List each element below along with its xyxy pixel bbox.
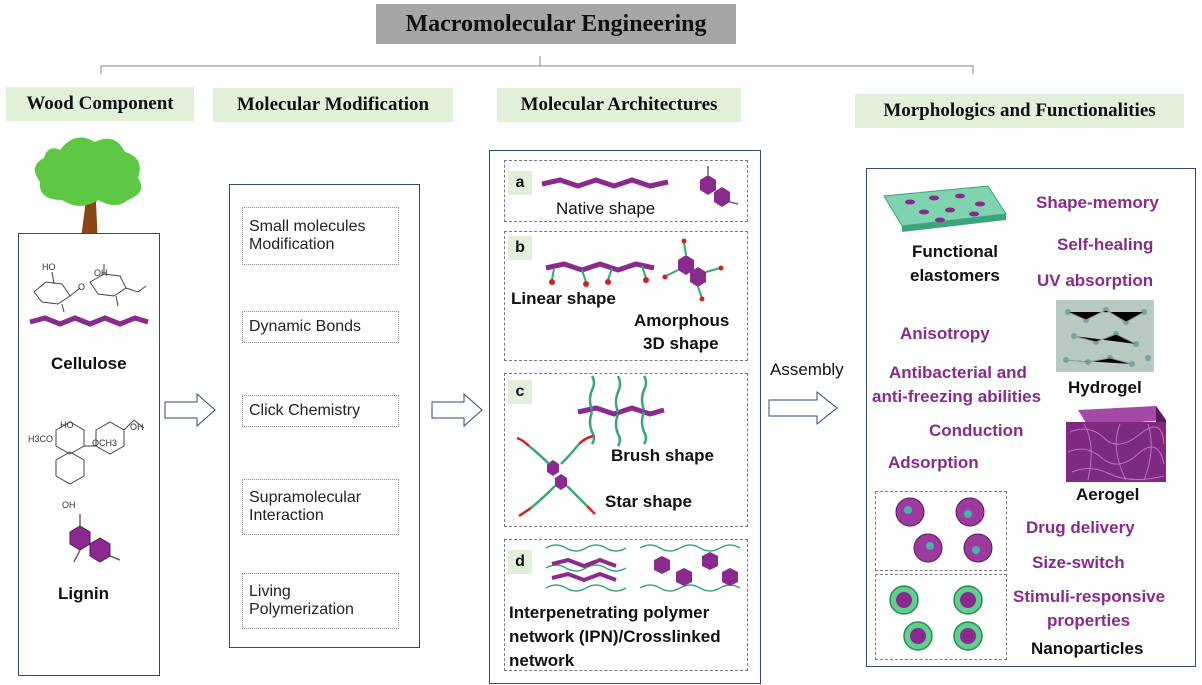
title-bracket — [100, 56, 974, 74]
amorphous-label-1: Amorphous — [634, 311, 730, 330]
header-morphologics: Morphologics and Functionalities — [855, 94, 1184, 128]
property-conduction: Conduction — [929, 421, 1024, 440]
modification-item-line: Dynamic Bonds — [249, 318, 362, 335]
brush-polymer-icon — [577, 375, 665, 447]
modification-item-line: Small molecules — [249, 218, 366, 235]
lignin-label-oh2: OH — [62, 500, 76, 510]
property-antibacterial-2: anti-freezing abilities — [872, 387, 1042, 406]
arrow-2-icon — [431, 392, 483, 428]
nanoparticle-box-upper — [875, 491, 1007, 571]
lignin-structure-icon — [55, 419, 145, 485]
native-chain-icon — [541, 177, 669, 189]
modification-item-small-molecules: Small molecules Modification — [242, 207, 399, 265]
cellulose-label: Cellulose — [51, 354, 127, 373]
modification-item-line: Living — [249, 583, 291, 600]
aerogel-cube-icon — [1066, 406, 1166, 482]
lignin-label: Lignin — [58, 584, 109, 603]
property-stimuli-2: properties — [1047, 611, 1131, 630]
property-drug-delivery: Drug delivery — [1026, 518, 1135, 537]
native-shape-label: Native shape — [556, 199, 656, 218]
header-wood-component: Wood Component — [6, 87, 194, 121]
property-stimuli-1: Stimuli-responsive — [1013, 587, 1166, 606]
ipn-label-line3: network — [509, 651, 575, 670]
functional-label-2: elastomers — [910, 266, 1000, 285]
property-size-switch: Size-switch — [1032, 553, 1125, 572]
cellulose-label-o: O — [78, 282, 86, 292]
lignin-label-och3: OCH3 — [92, 438, 118, 448]
arrow-1-icon — [164, 392, 216, 428]
cellulose-label-oh: OH — [94, 268, 108, 278]
hydrogel-cube-icon — [1056, 300, 1154, 372]
modification-item-supramolecular: Supramolecular Interaction — [242, 479, 399, 535]
page-title: Macromolecular Engineering — [376, 4, 736, 44]
property-shape-memory: Shape-memory — [1036, 193, 1159, 212]
lignin-hexagon-icon — [69, 514, 121, 563]
architecture-c-tag: c — [508, 380, 532, 404]
architecture-b-box — [504, 231, 748, 361]
property-adsorption: Adsorption — [888, 453, 979, 472]
modification-panel — [229, 184, 420, 648]
property-uv-absorption: UV absorption — [1037, 271, 1154, 290]
amorphous-molecule-icon — [662, 238, 724, 302]
cellulose-structure-icon — [33, 264, 147, 313]
lignin-label-ho: HO — [60, 420, 74, 430]
ipn-label-line2: network (IPN)/Crosslinked — [509, 627, 721, 646]
nanoparticle-shell-icon — [889, 585, 983, 651]
modification-item-line: Click Chemistry — [249, 402, 361, 419]
linear-shape-label: Linear shape — [511, 289, 616, 308]
star-polymer-icon — [516, 434, 596, 518]
cellulose-chain-icon — [29, 315, 149, 327]
drug-delivery-particles-icon — [895, 497, 993, 563]
architecture-c-box — [504, 373, 748, 527]
header-molecular-modification: Molecular Modification — [213, 88, 453, 122]
property-self-healing: Self-healing — [1057, 235, 1154, 254]
cellulose-label-ho: HO — [42, 262, 56, 272]
property-antibacterial-1: Antibacterial and — [889, 363, 1027, 382]
lignin-label-h3co: H3CO — [28, 434, 54, 444]
ipn-label-line1: Interpenetrating polymer — [509, 603, 710, 622]
arrow-3-icon — [768, 390, 838, 426]
hydrogel-label: Hydrogel — [1068, 378, 1142, 397]
property-anisotropy: Anisotropy — [900, 324, 990, 343]
star-shape-label: Star shape — [605, 492, 692, 511]
header-molecular-architectures: Molecular Architectures — [497, 88, 741, 122]
brush-shape-label: Brush shape — [611, 446, 714, 465]
modification-item-line: Interaction — [249, 507, 324, 524]
modification-item-line: Polymerization — [249, 601, 354, 618]
aerogel-label: Aerogel — [1076, 485, 1140, 504]
assembly-label: Assembly — [770, 360, 844, 379]
lignin-label-oh: OH — [130, 422, 144, 432]
nanoparticles-label: Nanoparticles — [1031, 639, 1144, 658]
modification-item-line: Modification — [249, 236, 335, 253]
amorphous-label-2: 3D shape — [643, 334, 719, 353]
linear-chain-icon — [545, 261, 655, 287]
functional-label-1: Functional — [912, 242, 998, 261]
native-lignin-icon — [700, 166, 739, 207]
tree-icon — [34, 137, 142, 246]
modification-item-click-chemistry: Click Chemistry — [242, 395, 399, 427]
architecture-a-tag: a — [508, 171, 532, 195]
modification-item-dynamic-bonds: Dynamic Bonds — [242, 311, 399, 343]
architecture-b-tag: b — [508, 236, 532, 260]
modification-item-living-polymerization: Living Polymerization — [242, 573, 399, 629]
ipn-network-icon — [545, 544, 741, 592]
architecture-d-tag: d — [508, 550, 532, 574]
wood-component-panel — [18, 233, 160, 676]
elastomer-sheet-icon — [883, 185, 1007, 232]
modification-item-line: Supramolecular — [249, 489, 362, 506]
